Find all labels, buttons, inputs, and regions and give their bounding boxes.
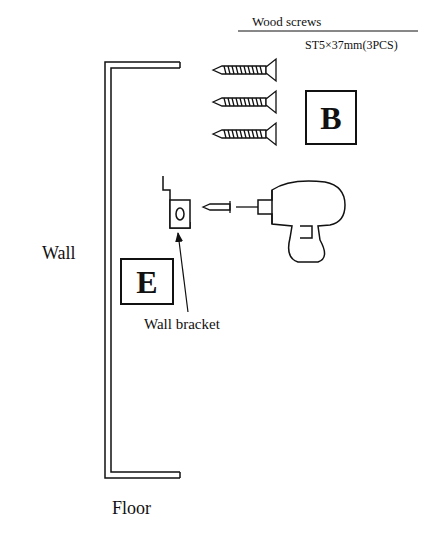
leader-line [238,31,418,32]
callout-box: E [120,258,174,305]
part-name: Wall bracket [144,316,220,333]
wall-outline [105,62,180,478]
part-name: Wood screws [252,14,321,30]
small-screw [203,201,258,213]
leader-arrow [178,233,188,312]
callout-box: B [305,90,357,145]
electric-drill [258,181,345,262]
floor-label: Floor [112,498,151,519]
wood-screws [213,59,276,145]
dimension-label: ST5×37mm(3PCS) [305,38,398,53]
callout-letter: B [320,102,341,134]
wall-bracket-part [163,176,190,228]
wall-label: Wall [42,243,76,264]
callout-letter: E [136,266,157,298]
